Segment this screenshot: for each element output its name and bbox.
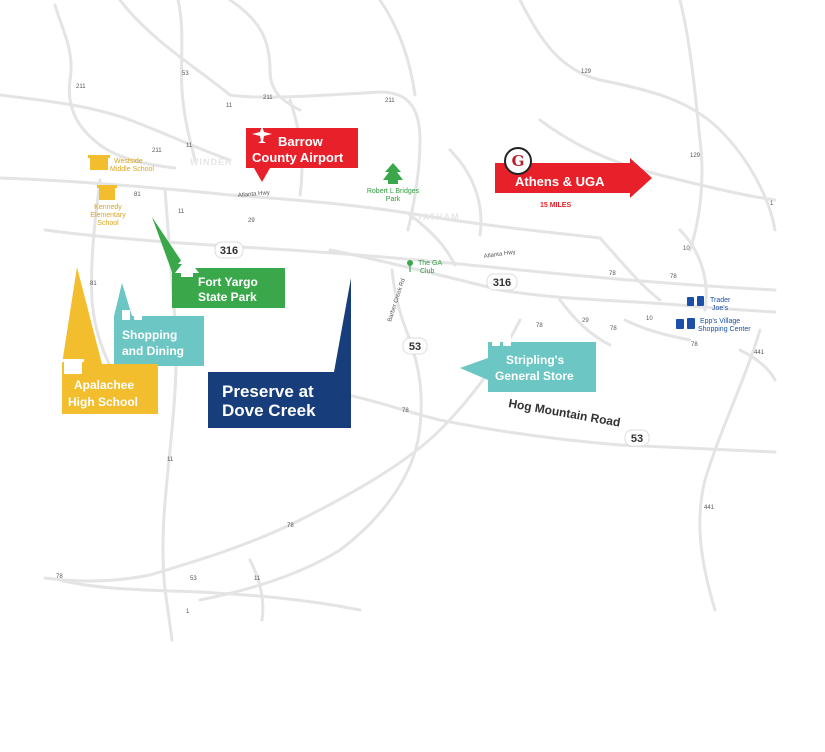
shopping-label-line1: Shopping	[122, 328, 177, 342]
kennedy-label-line1: Kennedy	[94, 204, 122, 211]
epps-label-line2: Shopping Center	[698, 326, 751, 333]
apalachee-label-line2: High School	[68, 395, 138, 409]
school-building-icon	[97, 185, 117, 200]
westside-middle-school-marker: Westside Middle School	[88, 155, 154, 173]
trader-joes-marker: Trader Joe's	[687, 296, 731, 312]
school-building-icon	[62, 359, 84, 374]
road-label: 11	[186, 143, 193, 149]
road-label: 129	[581, 69, 592, 75]
shopping-bags-icon	[492, 334, 511, 346]
road-label: 11	[254, 576, 261, 582]
tree-icon	[175, 254, 199, 277]
ga-club-marker: The GA Club	[407, 260, 442, 275]
shopping-bags-icon	[676, 318, 695, 329]
bridges-label-line1: Robert L Bridges	[367, 188, 420, 195]
shield-316: 316	[220, 245, 238, 257]
road-label: 10	[683, 246, 690, 252]
town-label-winder: WINDER	[190, 157, 233, 167]
hog-mountain-road-label: Hog Mountain Road	[507, 396, 621, 429]
robert-bridges-park-marker: Robert L Bridges Park	[367, 163, 420, 203]
kennedy-label-line2: Elementary	[90, 212, 126, 219]
kennedy-elementary-marker: Kennedy Elementary School	[90, 185, 126, 227]
road-label: 78	[610, 326, 617, 332]
shopping-bags-icon	[687, 296, 704, 306]
stripling-label-line2: General Store	[495, 369, 574, 383]
road-label: 211	[152, 148, 162, 154]
road-label: 211	[263, 95, 273, 101]
trader-label-line2: Joe's	[712, 305, 729, 312]
road-label: 53	[182, 71, 189, 77]
preserve-dove-creek-callout: Preserve at Dove Creek	[208, 278, 351, 428]
epps-village-marker: Epp's Village Shopping Center	[676, 318, 751, 333]
shield-316: 316	[493, 277, 511, 289]
road-label: 81	[90, 281, 97, 287]
georgia-g-logo-icon	[504, 147, 532, 175]
airport-label-line2: County Airport	[252, 150, 344, 165]
road-label: 78	[56, 574, 63, 580]
trader-label-line1: Trader	[710, 297, 731, 304]
road-label: 29	[582, 318, 589, 324]
road-label: 11	[178, 209, 185, 215]
road-label: 78	[670, 274, 677, 280]
ga-club-label-line2: Club	[420, 268, 435, 275]
kennedy-label-line3: School	[97, 220, 119, 227]
road-label: 441	[704, 505, 715, 511]
town-label-statham: STATHAM	[410, 212, 460, 222]
road-label-atlanta-hwy: Atlanta Hwy	[238, 190, 270, 199]
bridges-label-line2: Park	[386, 196, 401, 203]
road-label: 81	[134, 192, 141, 198]
fort-yargo-callout: Fort Yargo State Park	[152, 217, 285, 308]
road-number-labels: 211 53 11 211 211 11 211 81 11 29 81 129…	[56, 69, 774, 615]
road-label: 441	[754, 350, 765, 356]
road-label: 29	[248, 218, 255, 224]
fort-yargo-label-line1: Fort Yargo	[198, 275, 258, 289]
apalachee-high-school-callout: Apalachee High School	[62, 267, 158, 414]
preserve-label-line2: Dove Creek	[222, 401, 316, 420]
road-label: 53	[190, 576, 197, 582]
epps-label-line1: Epp's Village	[700, 318, 740, 325]
shield-53: 53	[631, 433, 643, 445]
westside-label-line1: Westside	[114, 158, 143, 165]
shopping-bags-icon	[122, 308, 142, 320]
road-label: 211	[76, 84, 86, 90]
highway-shields: 316 316 53 53	[214, 241, 650, 447]
road-label: 11	[167, 457, 174, 463]
striplings-general-store-callout: Stripling's General Store	[460, 334, 596, 392]
road-label: 211	[385, 98, 395, 104]
airplane-icon	[252, 126, 272, 143]
athens-uga-callout: G Athens & UGA 15 MILES	[495, 147, 652, 209]
shopping-dining-callout: Shopping and Dining	[114, 283, 204, 366]
road-label: 1	[770, 201, 774, 207]
stripling-label-line1: Stripling's	[506, 353, 565, 367]
fort-yargo-label-line2: State Park	[198, 290, 257, 304]
ga-club-label-line1: The GA	[418, 260, 442, 267]
road-label-atlanta-hwy: Atlanta Hwy	[483, 250, 516, 260]
barrow-county-airport-callout: Barrow County Airport	[246, 126, 358, 182]
preserve-label-line1: Preserve at	[222, 382, 314, 401]
georgia-g-letter: G	[512, 152, 525, 170]
shield-53: 53	[409, 341, 421, 353]
apalachee-label-line1: Apalachee	[74, 378, 134, 392]
road-label: 11	[226, 103, 233, 109]
road-label: 78	[691, 342, 698, 348]
road-label: 129	[690, 153, 701, 159]
westside-label-line2: Middle School	[110, 166, 154, 173]
road-label-barber-creek: Barber Creek Rd	[387, 278, 407, 323]
road-label: 78	[402, 408, 409, 414]
road-label: 78	[287, 523, 294, 529]
tree-icon	[383, 163, 403, 184]
shopping-label-line2: and Dining	[122, 344, 184, 358]
school-building-icon	[88, 155, 110, 170]
road-label: 1	[186, 609, 190, 615]
road-label: 78	[536, 323, 543, 329]
athens-distance: 15 MILES	[540, 202, 571, 209]
airport-label-line1: Barrow	[278, 134, 324, 149]
road-label: 10	[646, 316, 653, 322]
athens-label: Athens & UGA	[515, 174, 605, 189]
road-label: 78	[609, 271, 616, 277]
road-network	[0, 0, 777, 642]
